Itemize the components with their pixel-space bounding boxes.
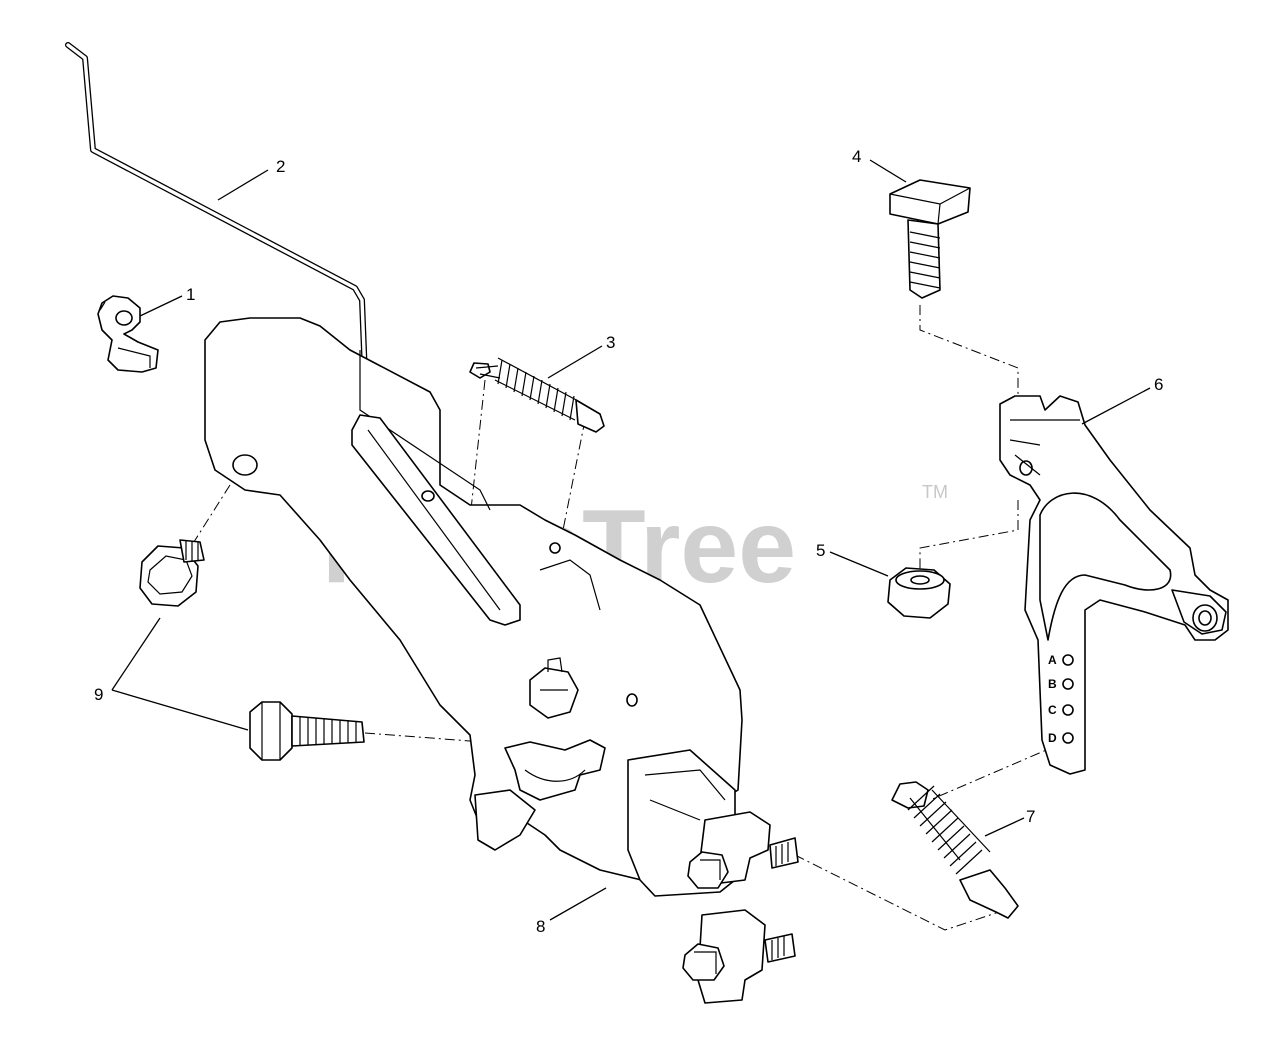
callout-3: 3	[606, 333, 615, 352]
part-5-flange-nut	[887, 567, 951, 619]
callout-4: 4	[852, 147, 861, 166]
hole-labels: A B C D	[1048, 653, 1057, 745]
hole-label-d: D	[1048, 731, 1057, 745]
part-8-control-bracket	[204, 317, 799, 1004]
callout-7: 7	[1026, 807, 1035, 826]
part-1-clip	[97, 295, 159, 373]
leader-lines	[111, 159, 1151, 921]
callout-6: 6	[1154, 375, 1163, 394]
hole-label-c: C	[1048, 703, 1057, 717]
callouts: 1 2 3 4 5 6 7 8 9	[94, 147, 1163, 936]
hole-label-b: B	[1048, 677, 1057, 691]
part-9-bolts	[139, 539, 365, 761]
part-4-bolt	[889, 179, 971, 299]
callout-1: 1	[186, 285, 195, 304]
callout-9: 9	[94, 685, 103, 704]
part-6-pivot-plate	[999, 395, 1229, 775]
callout-2: 2	[276, 157, 285, 176]
part-3-upper-spring	[469, 357, 605, 433]
watermark-trademark: TM	[922, 482, 948, 502]
hole-label-a: A	[1048, 653, 1057, 667]
part-7-lower-spring	[891, 781, 1019, 919]
callout-8: 8	[536, 917, 545, 936]
callout-5: 5	[816, 541, 825, 560]
